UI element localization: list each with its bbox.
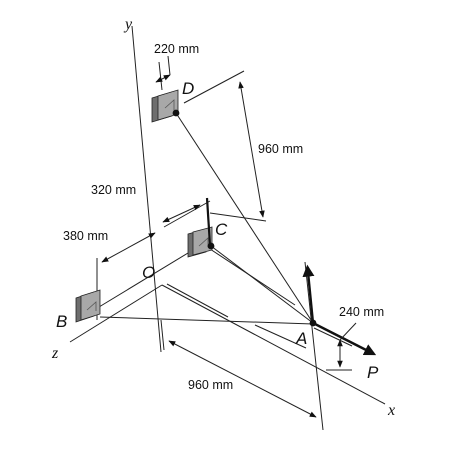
dim-label-960-vertical: 960 mm: [258, 142, 303, 156]
dim-label-320: 320 mm: [91, 183, 136, 197]
dim-arrow-960-vertical: [238, 81, 265, 218]
dim-arrow-960-x: [168, 340, 317, 418]
axis-label-y: y: [123, 16, 133, 33]
point-label-p: P: [367, 363, 379, 382]
point-label-a: A: [295, 329, 307, 348]
ref-line-c-to-dim: [209, 212, 267, 222]
cable-ac: [210, 245, 314, 324]
dim-label-240: 240 mm: [339, 305, 384, 319]
point-d: [172, 109, 180, 117]
ref-line-z-parallel: [98, 252, 189, 308]
y-axis-line: [131, 25, 162, 353]
ext-line-a-right: [313, 327, 353, 347]
dim-label-380: 380 mm: [63, 229, 108, 243]
ref-line-c-extension: [163, 200, 211, 228]
force-arrow-p: [312, 321, 377, 356]
bracket-b: [75, 289, 101, 323]
cable-ad: [175, 112, 314, 324]
z-axis-line: [69, 284, 163, 343]
bracket-c: [187, 226, 213, 258]
ref-line-d-extension: [183, 70, 245, 104]
point-label-d: D: [182, 79, 194, 98]
ext-line-o-lower: [160, 319, 165, 351]
point-c: [207, 242, 215, 250]
axis-label-x: x: [387, 402, 395, 419]
ref-line-b-to-a: [99, 316, 314, 325]
point-label-c: C: [215, 220, 228, 239]
ref-line-o-to-x: [166, 283, 229, 318]
dim-label-960-x: 960 mm: [188, 378, 233, 392]
point-label-b: B: [56, 312, 67, 331]
dim-arrow-220-leader: [167, 55, 171, 76]
reaction-arrow-up: [302, 264, 315, 324]
post-c: [205, 197, 212, 246]
ref-line-a-vertical: [304, 261, 324, 431]
dim-arrow-220: [155, 74, 171, 83]
point-label-o: O: [142, 263, 155, 282]
bracket-d: [151, 89, 179, 123]
axis-label-z: z: [51, 345, 59, 362]
dim-arrow-320: [162, 204, 201, 223]
dim-label-220: 220 mm: [154, 42, 199, 56]
ext-line-d-top: [158, 61, 163, 91]
dim-arrow-380: [101, 232, 156, 263]
dim-leader-240: [339, 322, 357, 341]
